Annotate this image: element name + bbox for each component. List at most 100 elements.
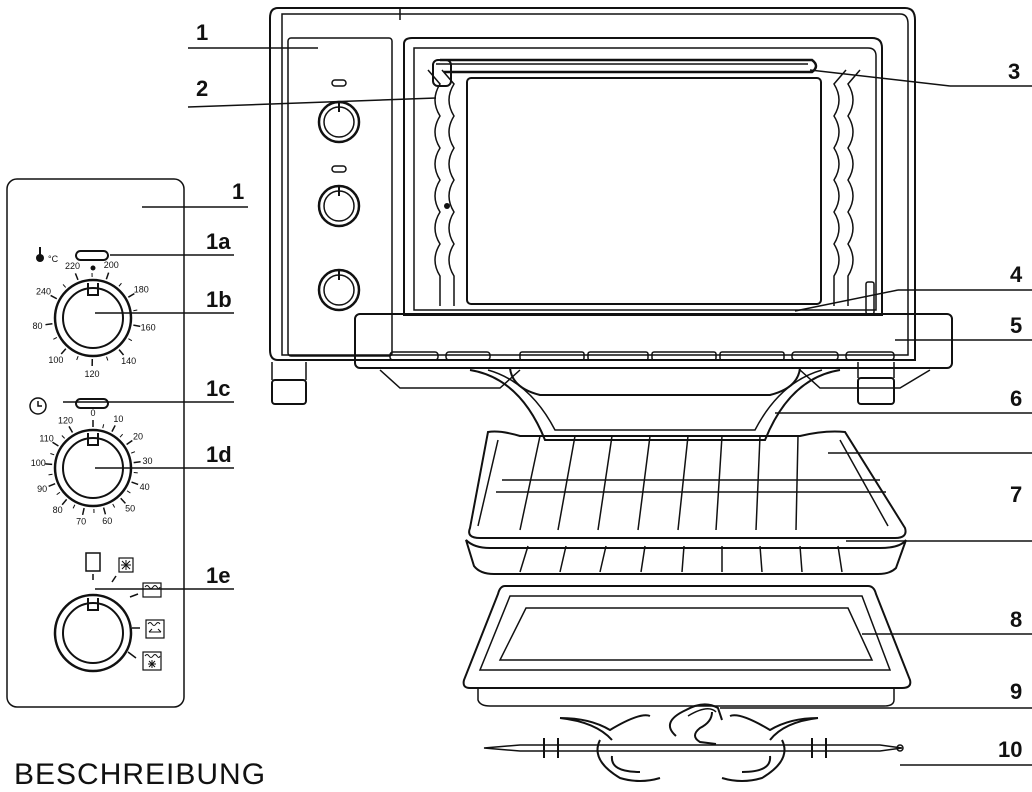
timer-tick <box>49 484 55 487</box>
callout-2: 2 <box>196 76 208 101</box>
timer-tick-label: 40 <box>140 482 150 492</box>
temperature-tick <box>45 324 52 325</box>
callout-5: 5 <box>1010 313 1022 338</box>
temperature-tick <box>107 357 108 361</box>
temperature-tick-marks: 240 220 200 180 160 140 120 100 80 <box>33 260 156 379</box>
timer-tick-label: 90 <box>37 484 47 494</box>
rotisserie-handle[interactable] <box>670 704 722 744</box>
temperature-tick <box>61 349 66 354</box>
dial-marker-dot <box>91 266 96 271</box>
door-switch <box>866 282 874 314</box>
temperature-tick <box>133 325 140 326</box>
temperature-tick <box>106 273 108 280</box>
timer-tick-label: 80 <box>53 505 63 515</box>
top-bottom-heat-icon <box>132 620 164 638</box>
temperature-tick <box>53 337 57 339</box>
heating-element-top <box>440 60 816 72</box>
timer-tick <box>127 491 130 493</box>
oven-cavity <box>404 38 882 315</box>
temperature-tick <box>128 339 131 341</box>
back-wall <box>467 78 821 304</box>
timer-tick-label: 70 <box>76 517 86 527</box>
temperature-tick <box>51 295 57 298</box>
temperature-knob-detail[interactable] <box>55 280 131 356</box>
callout-1a: 1a <box>206 229 231 254</box>
callout-1d: 1d <box>206 442 232 467</box>
timer-tick <box>120 434 123 437</box>
timer-tick <box>73 505 75 509</box>
temperature-tick <box>75 273 78 280</box>
temperature-tick-label: 180 <box>134 285 149 295</box>
temperature-tick-label: 220 <box>65 261 80 271</box>
temperature-tick-label: 120 <box>85 369 100 379</box>
timer-tick <box>131 452 135 453</box>
fan-icon <box>112 558 133 582</box>
callout-6: 6 <box>1010 386 1022 411</box>
timer-tick <box>132 482 139 484</box>
timer-tick <box>134 462 141 463</box>
temperature-unit-label: °C <box>48 254 59 264</box>
timer-tick <box>45 464 52 465</box>
temperature-tick-label: 80 <box>33 321 43 331</box>
temperature-tick <box>119 283 122 286</box>
indicator-light-middle <box>332 166 346 172</box>
callout-1e: 1e <box>206 563 230 588</box>
timer-tick-label: 60 <box>102 516 112 526</box>
callout-10: 10 <box>998 737 1022 762</box>
temperature-tick-label: 100 <box>48 355 63 365</box>
temperature-tick-label: 200 <box>104 260 119 270</box>
temperature-tick-label: 240 <box>36 287 51 297</box>
timer-tick <box>113 504 115 508</box>
oven-door <box>355 314 952 388</box>
temperature-tick <box>119 350 123 355</box>
callout-3: 3 <box>1008 59 1020 84</box>
indicator-light-top <box>332 80 346 86</box>
timer-tick <box>57 492 60 494</box>
top-bottom-fan-icon <box>128 652 161 670</box>
callout-1-oven: 1 <box>196 20 208 45</box>
timer-tick <box>127 440 133 444</box>
callout-9: 9 <box>1010 679 1022 704</box>
timer-tick <box>49 474 53 475</box>
timer-tick <box>83 508 85 515</box>
temperature-tick <box>133 310 137 311</box>
timer-tick-label: 100 <box>31 458 46 468</box>
baking-tray <box>464 586 911 706</box>
timer-tick <box>103 424 104 428</box>
oven-foot-left <box>272 380 306 404</box>
callout-leaders <box>63 48 1032 765</box>
oven-foot-right <box>858 378 894 404</box>
temperature-tick <box>63 284 66 287</box>
callout-4: 4 <box>1010 262 1023 287</box>
timer-tick-label: 120 <box>58 415 73 425</box>
temperature-tick-label: 160 <box>141 323 156 333</box>
callout-1c: 1c <box>206 376 230 401</box>
indicator-light-1c <box>76 399 108 408</box>
callout-7: 7 <box>1010 482 1022 507</box>
rotisserie-spit <box>484 715 903 781</box>
top-heat-icon <box>130 583 161 597</box>
timer-tick <box>50 454 54 455</box>
function-knob-detail[interactable] <box>55 595 131 671</box>
rail-rivet <box>444 203 450 209</box>
temperature-tick <box>77 356 78 360</box>
timer-tick-label: 50 <box>125 504 135 514</box>
timer-tick-label: 20 <box>133 431 143 441</box>
off-square-icon <box>86 553 100 571</box>
timer-tick-label: 10 <box>113 414 123 424</box>
timer-tick <box>104 508 106 515</box>
callout-1-panel: 1 <box>232 179 244 204</box>
oven-body <box>270 8 915 404</box>
timer-tick <box>69 426 73 432</box>
indicator-light-1a <box>76 251 108 260</box>
timer-tick <box>112 425 115 431</box>
oven-control-panel <box>288 38 392 356</box>
callout-1b: 1b <box>206 287 232 312</box>
timer-tick <box>62 499 66 504</box>
door-handle[interactable] <box>470 368 840 440</box>
timer-tick <box>62 435 65 438</box>
temperature-tick-label: 140 <box>121 356 136 366</box>
timer-tick-label: 0 <box>90 408 95 418</box>
